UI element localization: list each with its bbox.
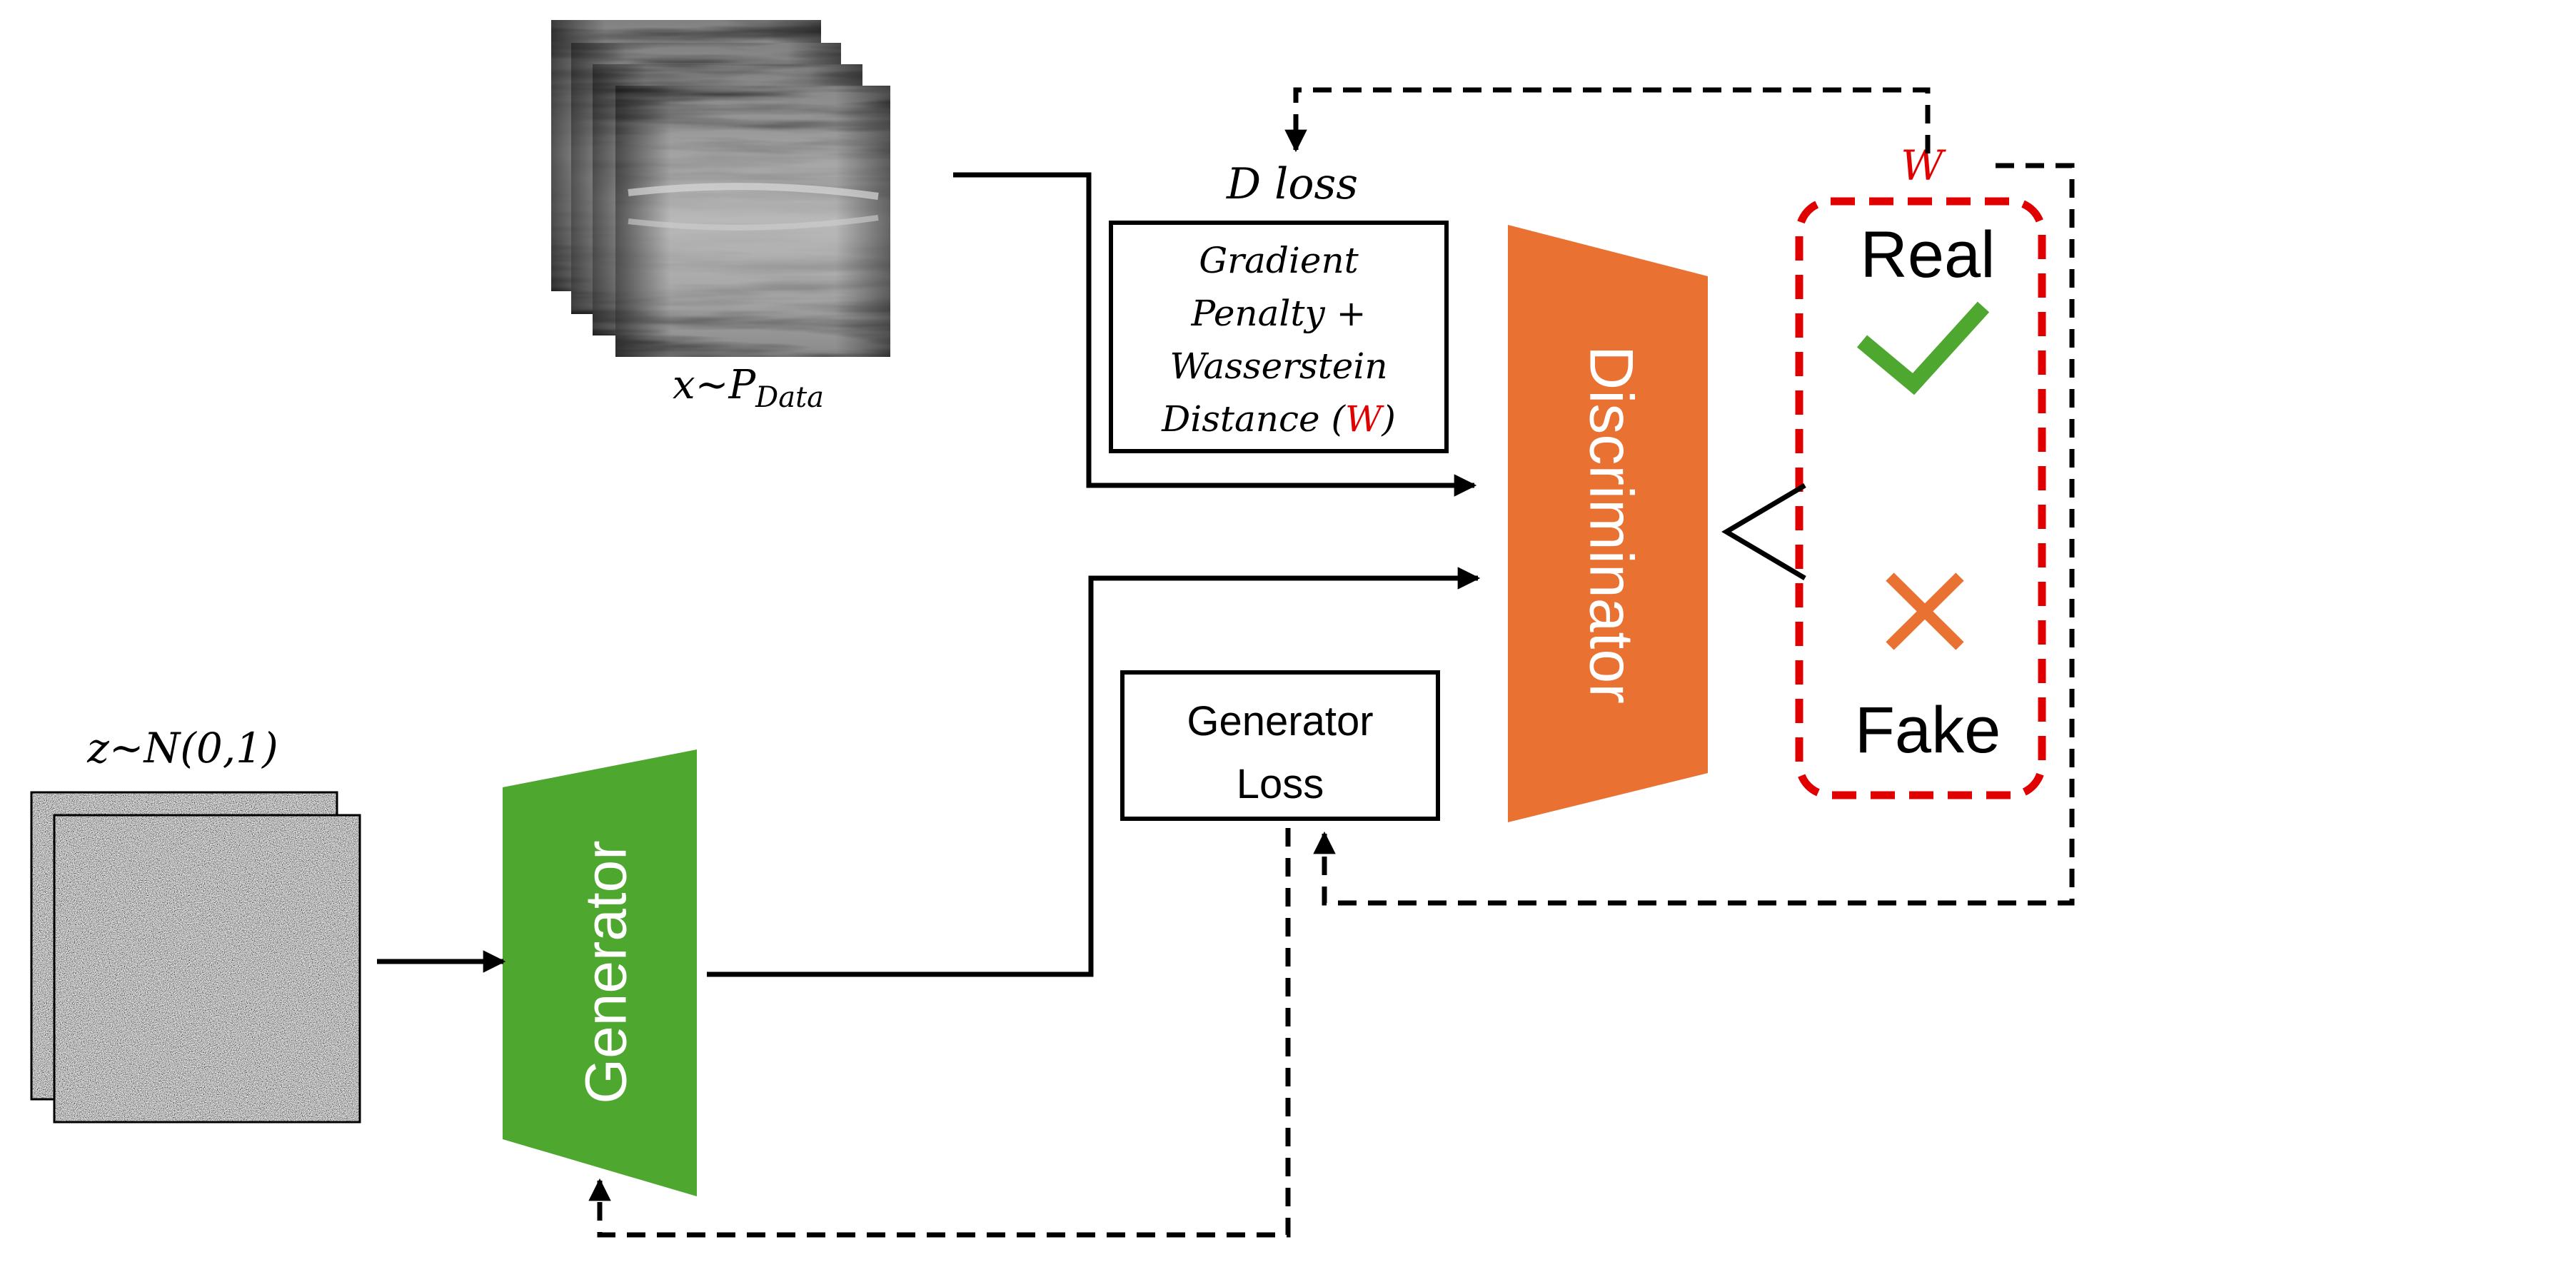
generator-to-discriminator-arrow — [707, 567, 1481, 977]
real-data-p: P — [728, 362, 756, 408]
generator-loss-box: Generator Loss — [1120, 670, 1440, 821]
real-data-label: x~PData — [673, 362, 824, 414]
generator-block: Generator — [503, 749, 697, 1196]
d-loss-title: D loss — [1226, 159, 1358, 209]
noise-image-stack — [30, 791, 361, 1124]
real-data-to-discriminator-arrow — [953, 172, 1477, 497]
d-loss-line-4-suffix: ) — [1381, 398, 1396, 440]
discriminator-block: Discriminator — [1508, 225, 1708, 822]
cross-icon — [1886, 572, 1964, 650]
d-loss-line-1: Gradient — [1199, 240, 1359, 281]
d-loss-w-symbol: W — [1345, 398, 1384, 440]
d-loss-line-3: Wasserstein — [1169, 345, 1387, 387]
noise-label: z~N(0,1) — [86, 724, 278, 772]
real-data-sub: Data — [755, 381, 824, 414]
check-icon — [1856, 301, 1990, 395]
generator-label: Generator — [574, 840, 639, 1104]
output-dashed-border — [1795, 197, 2046, 799]
d-loss-line-2: Penalty + — [1190, 293, 1366, 334]
generator-loss-line-2: Loss — [1237, 761, 1324, 807]
fake-label: Fake — [1855, 694, 2001, 767]
dashed-connectors — [588, 87, 2075, 1238]
real-data-var: x — [673, 362, 695, 408]
generator-shape — [503, 749, 697, 1196]
discriminator-shape — [1508, 225, 1708, 822]
discriminator-label: Discriminator — [1576, 345, 1645, 704]
solid-connectors — [377, 172, 1806, 977]
output-box: W Real Fake — [1795, 141, 2046, 799]
generator-loss-line-1: Generator — [1187, 698, 1373, 744]
real-data-image-stack — [551, 20, 890, 357]
xray-image-front — [615, 86, 890, 357]
w-to-d-loss-arrow — [1284, 87, 1931, 153]
real-data-tilde: ~ — [695, 362, 729, 408]
d-loss-line-4: Distance (W) — [1161, 398, 1396, 440]
discriminator-to-output-connector — [1721, 483, 1806, 581]
d-loss-line-4-prefix: Distance ( — [1161, 398, 1346, 440]
output-w-label: W — [1901, 141, 1946, 190]
w-to-generator-loss-arrow — [1313, 163, 2075, 906]
real-label: Real — [1860, 218, 1995, 291]
noise-image-front — [53, 814, 361, 1124]
generator-loss-to-generator-arrow — [588, 828, 1291, 1238]
d-loss-box: Gradient Penalty + Wasserstein Distance … — [1109, 221, 1449, 453]
